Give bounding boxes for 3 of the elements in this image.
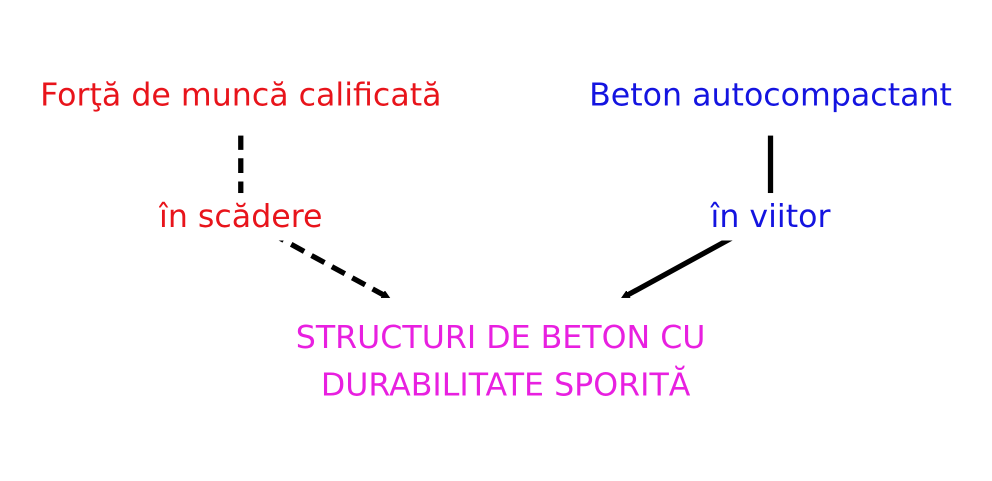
node-text: Beton autocompactant [589, 77, 952, 114]
node-text: Forţă de muncă calificată [40, 77, 442, 114]
node-text: STRUCTURI DE BETON CU DURABILITATE SPORITĂ [296, 320, 706, 404]
